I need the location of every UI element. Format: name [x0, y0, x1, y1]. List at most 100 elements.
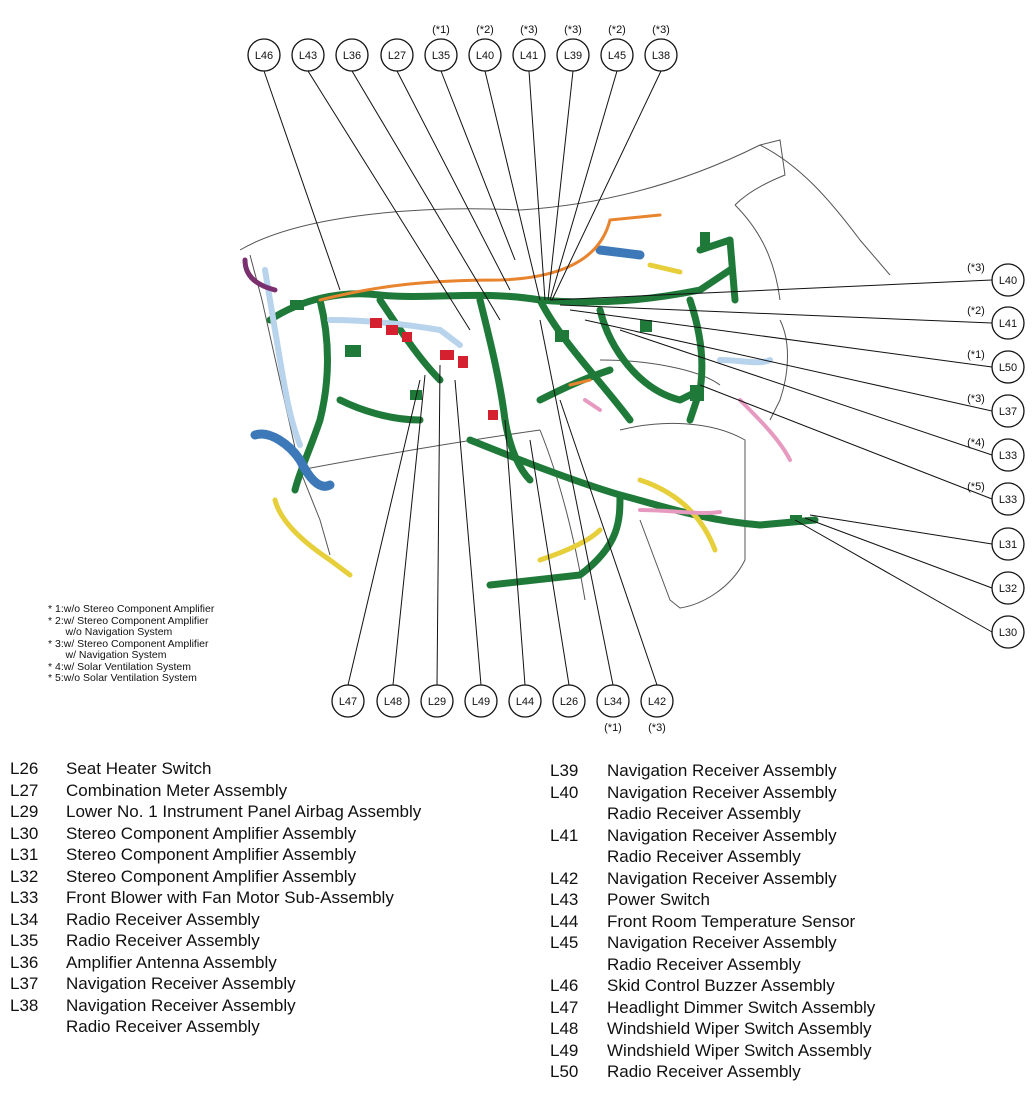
callout-label: L47 [339, 696, 357, 708]
legend-code: L43 [550, 890, 579, 909]
callout-label: L40 [999, 275, 1017, 287]
footnote-3-cont: w/ Navigation System [48, 649, 167, 661]
callout-label: L33 [999, 450, 1017, 462]
right-callout-l50: L50 (*1) [967, 349, 1025, 384]
right-leader-l33 [619, 329, 993, 456]
legend-code: L48 [550, 1019, 579, 1038]
callout-note: (*4) [967, 437, 985, 449]
callout-note: (*1) [432, 24, 450, 36]
callout-circle [556, 38, 590, 72]
right-leader-l33 [699, 384, 993, 500]
legend-description: Stereo Component Amplifier Assembly [66, 866, 357, 886]
callout-circle [380, 38, 414, 72]
legend-description: Windshield Wiper Switch Assembly [607, 1019, 872, 1038]
callout-circle [640, 684, 674, 718]
legend-description: Navigation Receiver Assembly [607, 761, 837, 780]
legend-description: Lower No. 1 Instrument Panel Airbag Asse… [66, 802, 422, 821]
callout-circle [247, 38, 281, 72]
callout-label: L40 [476, 50, 494, 62]
legend-description: Navigation Receiver Assembly [607, 782, 837, 802]
callout-circle [552, 684, 586, 718]
legend-code: L45 [550, 933, 579, 952]
top-callout-l35: L35 (*1) [424, 24, 458, 72]
callout-label: L34 [604, 696, 622, 708]
legend-description: Navigation Receiver Assembly [607, 825, 837, 845]
legend-code [550, 803, 607, 825]
legend-row: L48 Windshield Wiper Switch Assembly [550, 1018, 875, 1040]
callout-circle [991, 394, 1025, 428]
callout-label: L37 [999, 406, 1017, 418]
legend-description: Radio Receiver Assembly [66, 931, 260, 950]
legend-row: L29 Lower No. 1 Instrument Panel Airbag A… [10, 801, 421, 823]
top-callout-l36: L36 [335, 38, 369, 72]
legend-description: Radio Receiver Assembly [607, 847, 801, 866]
callout-label: L35 [432, 50, 450, 62]
legend-description: Seat Heater Switch [66, 759, 212, 778]
top-leader-l38 [551, 70, 662, 301]
top-leader-l46 [263, 70, 341, 291]
callout-label: L32 [999, 583, 1017, 595]
callout-label: L30 [999, 627, 1017, 639]
top-leader-l45 [549, 70, 618, 301]
callout-note: (*3) [564, 24, 582, 36]
legend-description: Stereo Component Amplifier Assembly [66, 845, 357, 864]
top-leader-l36 [351, 70, 501, 321]
callout-note: (*3) [652, 24, 670, 36]
legend-description: Navigation Receiver Assembly [607, 868, 837, 888]
bottom-leader-l34 [539, 319, 614, 686]
callout-note: (*1) [604, 722, 622, 734]
callout-circle [420, 684, 454, 718]
dashboard-outline [239, 139, 891, 609]
legend-description: Power Switch [607, 890, 710, 909]
callout-label: L50 [999, 362, 1017, 374]
callout-note: (*2) [967, 305, 985, 317]
bottom-callout-l48: L48 [376, 684, 410, 718]
callout-label: L38 [652, 50, 670, 62]
right-callout-l31: L31 [991, 527, 1025, 561]
callout-circle [991, 438, 1025, 472]
callout-label: L45 [608, 50, 626, 62]
top-callout-l38: L38 (*3) [644, 24, 678, 72]
right-leader-l41 [559, 304, 993, 324]
bottom-callout-l44: L44 [508, 684, 542, 718]
bottom-leader-l48 [392, 374, 426, 686]
legend-description: Radio Receiver Assembly [66, 909, 260, 929]
callout-note: (*1) [967, 349, 985, 361]
footnote-2: * 2:w/ Stereo Component Amplifier [48, 614, 209, 627]
top-callout-l41: L41(*3) [512, 24, 546, 72]
legend-row: L42 Navigation Receiver Assembly [550, 868, 875, 890]
legend-code: L32 [10, 866, 39, 886]
right-leader-l30 [794, 519, 993, 633]
legend-description: Radio Receiver Assembly [66, 1017, 260, 1036]
right-leader-l37 [584, 319, 993, 412]
callout-label: L41 [520, 50, 538, 62]
callout-label: L39 [564, 50, 582, 62]
callout-label: L27 [388, 50, 406, 62]
legend-code [550, 846, 607, 868]
legend-description: Combination Meter Assembly [66, 780, 288, 800]
footnote-2-cont: w/o Navigation System [48, 626, 173, 638]
harness-purple [242, 257, 278, 293]
legend-code: L42 [550, 868, 579, 888]
right-leader-l31 [809, 514, 993, 545]
legend-description: Front Room Temperature Sensor [607, 911, 856, 931]
legend-code: L29 [10, 802, 39, 821]
top-callout-l27: L27 [380, 38, 414, 72]
legend-code: L37 [10, 974, 39, 993]
callout-label: L42 [648, 696, 666, 708]
callout-label: L31 [999, 539, 1017, 551]
legend-description: Navigation Receiver Assembly [66, 995, 296, 1015]
callout-circle [991, 306, 1025, 340]
legend-code [550, 954, 607, 976]
